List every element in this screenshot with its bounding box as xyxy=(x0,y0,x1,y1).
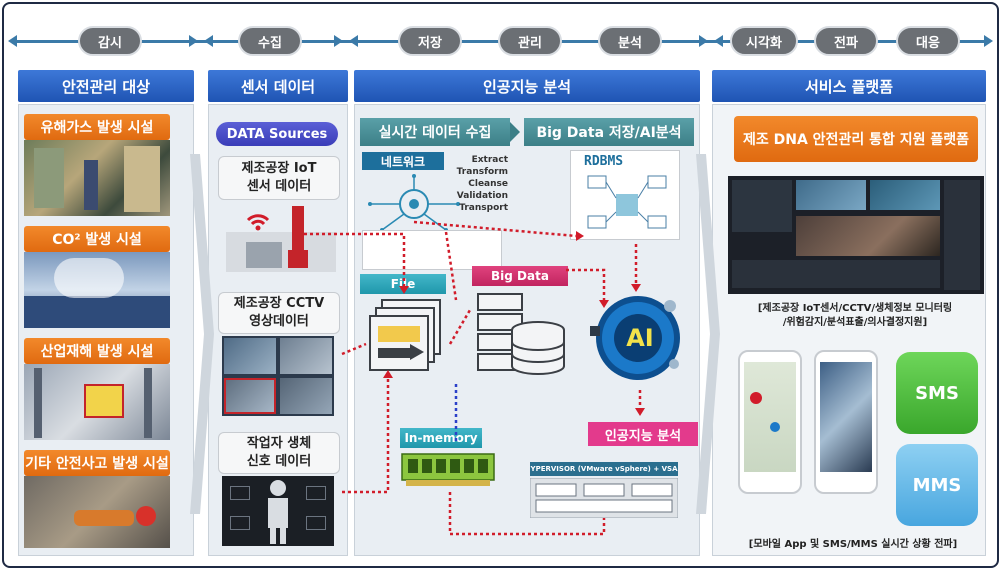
etl-step: Cleanse xyxy=(468,179,508,189)
timeline-arrow-right-icon xyxy=(984,35,993,47)
factory-sensor-icon xyxy=(226,206,336,272)
column-header-sensor: 센서 데이터 xyxy=(208,70,348,102)
etl-step: Extract xyxy=(471,155,508,165)
flow-chevron-icon xyxy=(696,154,720,514)
column-header-ai: 인공지능 분석 xyxy=(354,70,700,102)
stage-store: 저장 xyxy=(398,26,462,56)
stage-analyze: 분석 xyxy=(598,26,662,56)
column-header-targets: 안전관리 대상 xyxy=(18,70,194,102)
timeline-arrow-left-icon xyxy=(714,35,723,47)
stage-monitor: 감시 xyxy=(78,26,142,56)
mobile-app-cctv xyxy=(814,350,878,494)
etl-panel xyxy=(362,230,502,270)
facility-label-gas: 유해가스 발생 시설 xyxy=(24,114,170,140)
bigdata-store-header: Big Data 저장/AI분석 xyxy=(524,118,694,146)
chevron-right-icon xyxy=(510,122,520,142)
data-sources-title: DATA Sources xyxy=(216,122,338,146)
etl-step: Transform xyxy=(456,167,508,177)
bigdata-server-icon xyxy=(477,293,565,375)
facility-label-other: 기타 안전사고 발생 시설 xyxy=(24,450,170,476)
facility-label-co2: CO² 발생 시설 xyxy=(24,226,170,252)
timeline-arrow-left-icon xyxy=(349,35,358,47)
timeline-arrow-left-icon xyxy=(204,35,213,47)
facility-photo-gas xyxy=(24,140,170,216)
cctv-grid-image xyxy=(222,336,334,416)
dashboard-screenshot xyxy=(728,176,984,294)
ai-analysis-label: 인공지능 분석 xyxy=(588,422,698,446)
source-cctv-label: 제조공장 CCTV 영상데이터 xyxy=(218,292,340,334)
platform-title: 제조 DNA 안전관리 통합 지원 플랫폼 xyxy=(734,116,978,162)
rdbms-label: RDBMS xyxy=(584,154,624,169)
ai-globe-icon xyxy=(590,296,680,380)
ai-badge: AI xyxy=(626,324,654,352)
facility-photo-accident xyxy=(24,364,170,440)
bigdata-ribbon: Big Data xyxy=(472,266,568,286)
stage-manage: 관리 xyxy=(498,26,562,56)
sms-icon: SMS xyxy=(896,352,978,434)
stage-visualize: 시각화 xyxy=(730,26,798,56)
timeline-arrow-left-icon xyxy=(8,35,17,47)
etl-step: Transport xyxy=(459,203,508,213)
bio-signal-image xyxy=(222,476,334,546)
inmemory-ribbon: In-memory xyxy=(400,428,482,448)
timeline-arrow-right-icon xyxy=(334,35,343,47)
column-header-service: 서비스 플랫폼 xyxy=(712,70,986,102)
mobile-caption: [모바일 App 및 SMS/MMS 실시간 상황 전파] xyxy=(748,539,958,550)
timeline-arrow-right-icon xyxy=(699,35,708,47)
hypervisor-label: HYPERVISOR (VMware vSphere) + VSAN xyxy=(530,462,678,476)
memory-module-icon xyxy=(401,453,495,486)
server-rack-icon xyxy=(530,478,678,518)
facility-photo-co2 xyxy=(24,252,170,328)
facility-label-accident: 산업재해 발생 시설 xyxy=(24,338,170,364)
realtime-collect-header: 실시간 데이터 수집 xyxy=(360,118,510,146)
stage-respond: 대응 xyxy=(896,26,960,56)
timeline-arrow-right-icon xyxy=(189,35,198,47)
file-stack-icon xyxy=(369,299,441,371)
dashboard-caption: [제조공장 IoT센서/CCTV/생체정보 모니터링 /위험감지/분석표출/의사… xyxy=(757,303,953,328)
mms-icon: MMS xyxy=(896,444,978,526)
source-iot-label: 제조공장 IoT 센서 데이터 xyxy=(218,156,340,200)
mobile-app-map xyxy=(738,350,802,494)
etl-step: Validation xyxy=(456,191,508,201)
rdbms-icon xyxy=(587,175,667,229)
network-label: 네트워크 xyxy=(362,152,444,170)
source-bio-label: 작업자 생체 신호 데이터 xyxy=(218,432,340,474)
facility-photo-other xyxy=(24,476,170,548)
stage-propagate: 전파 xyxy=(814,26,878,56)
stage-collect: 수집 xyxy=(238,26,302,56)
etl-steps: Extract Transform Cleanse Validation Tra… xyxy=(456,154,508,214)
flow-chevron-icon xyxy=(190,154,214,514)
data-flow-arrows xyxy=(304,220,645,536)
